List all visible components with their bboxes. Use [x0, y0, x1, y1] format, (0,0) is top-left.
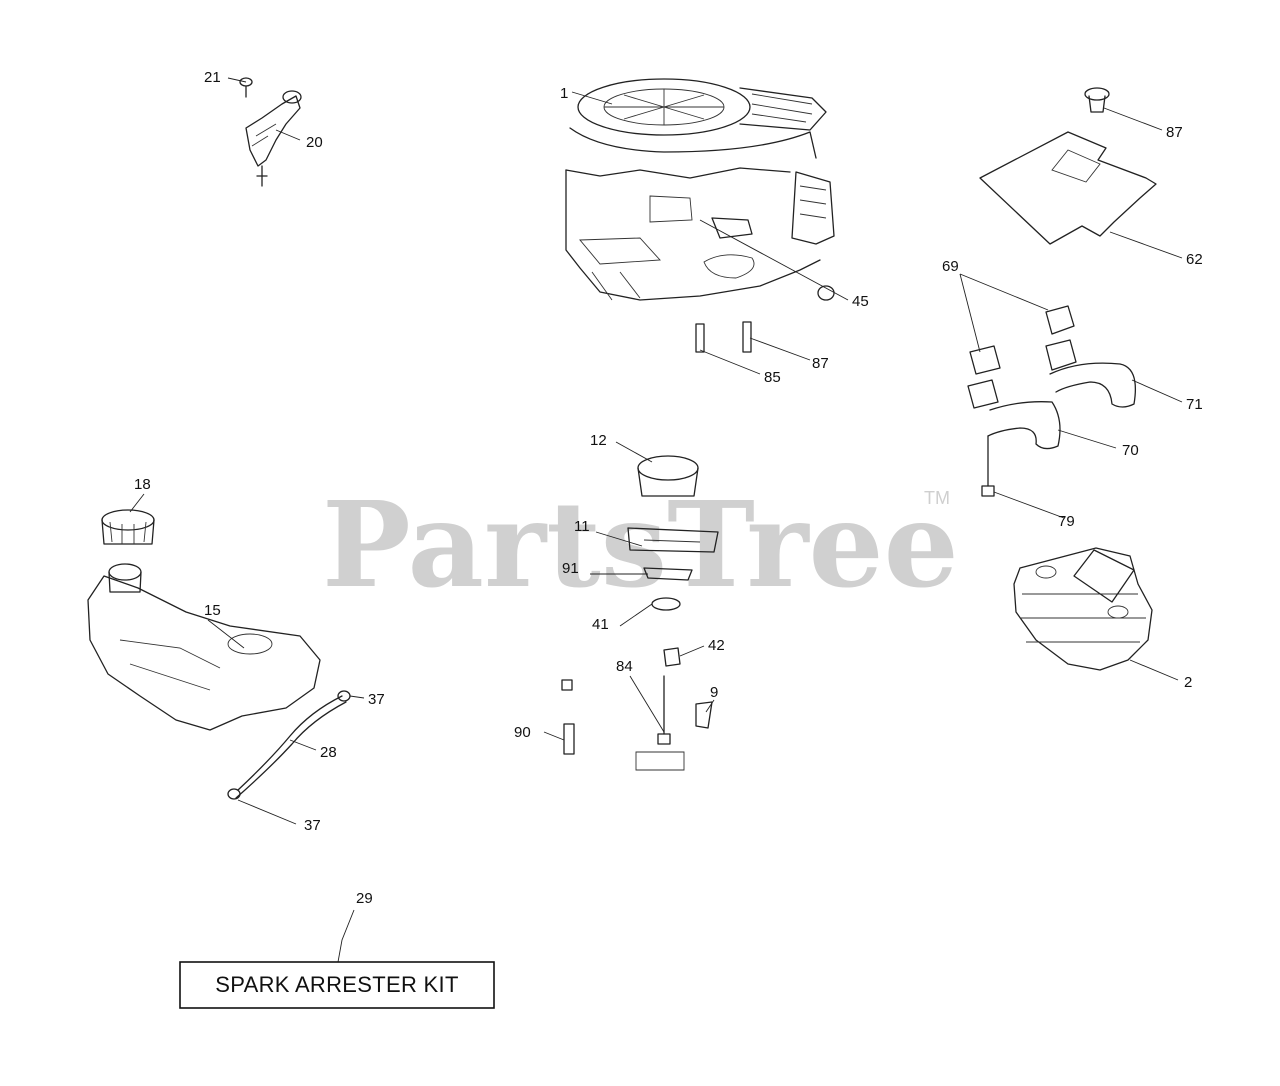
callout-84a: 85 — [764, 369, 781, 386]
spark-arrester-kit: SPARK ARRESTER KIT — [179, 961, 495, 1009]
part-2-muffler — [1013, 547, 1153, 671]
callout-20: 20 — [306, 134, 323, 151]
part-71-pipe — [1049, 362, 1137, 408]
callout-70: 70 — [1122, 442, 1139, 459]
part-84-bolts — [695, 321, 752, 353]
callout-41: 41 — [592, 616, 609, 633]
callout-12: 12 — [590, 432, 607, 449]
callout-91: 91 — [562, 560, 579, 577]
part-79-bolt — [981, 435, 995, 497]
watermark: PartsTree — [322, 475, 959, 614]
callout-37b: 37 — [304, 817, 321, 834]
callout-28: 28 — [320, 744, 337, 761]
callout-84b: 87 — [812, 355, 829, 372]
part-15-fuel-tank — [87, 563, 321, 731]
callout-2: 2 — [1184, 674, 1192, 691]
kit-label: SPARK ARRESTER KIT — [215, 972, 458, 997]
part-18-fuel-cap — [101, 509, 155, 545]
callout-15: 15 — [204, 602, 221, 619]
callout-79: 79 — [1058, 513, 1075, 530]
part-12-pulley — [637, 455, 699, 497]
part-28-fuel-line — [235, 695, 347, 799]
part-70-pipe — [987, 401, 1061, 450]
part-9-key — [695, 701, 713, 729]
callout-45: 45 — [852, 293, 869, 310]
callout-29: 29 — [356, 890, 373, 907]
callout-85: 84 — [616, 658, 633, 675]
callout-87: 87 — [1166, 124, 1183, 141]
callout-62: 62 — [1186, 251, 1203, 268]
callout-69: 69 — [942, 258, 959, 275]
part-1-engine — [565, 78, 835, 301]
callout-18: 18 — [134, 476, 151, 493]
part-69-gaskets — [967, 305, 1077, 409]
part-91-spacer — [643, 567, 693, 581]
part-21-screw — [239, 77, 253, 98]
part-90-bolts — [561, 679, 685, 771]
callout-1: 1 — [560, 85, 568, 102]
part-20-bracket — [245, 90, 302, 187]
callout-11: 11 — [574, 518, 590, 535]
part-87-knob — [1084, 87, 1110, 113]
callout-37a: 37 — [368, 691, 385, 708]
part-45-plug — [817, 285, 835, 301]
callout-42: 42 — [708, 637, 725, 654]
leader-lines — [129, 77, 1183, 963]
callout-9: 9 — [710, 684, 718, 701]
part-11-blade-adapter — [627, 527, 719, 553]
kit-box — [179, 961, 495, 1009]
part-85-bolt — [657, 675, 671, 745]
part-62-plate — [979, 131, 1157, 245]
callout-71: 71 — [1186, 396, 1203, 413]
callout-90: 90 — [514, 724, 531, 741]
callout-21: 21 — [204, 69, 221, 86]
callout-numbers: 21 20 1 45 87 85 87 62 69 71 70 79 2 12 … — [134, 69, 1203, 907]
watermark-trademark: TM — [924, 488, 950, 508]
part-42-nut — [663, 647, 681, 667]
